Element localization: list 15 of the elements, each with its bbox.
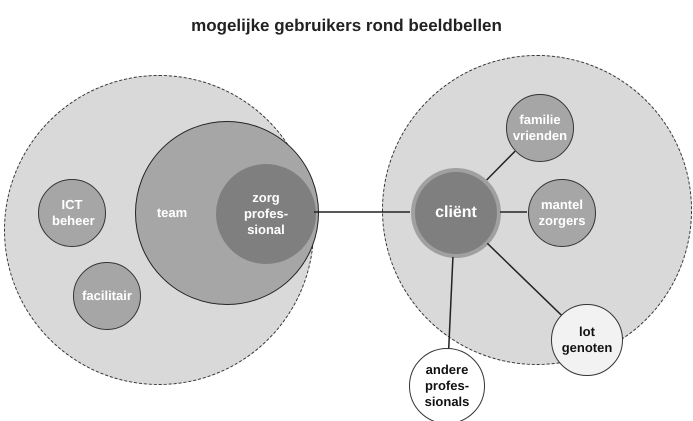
node-label: lot genoten	[560, 324, 614, 356]
connector-line	[448, 256, 454, 348]
diagram-title: mogelijke gebruikers rond beeldbellen	[190, 16, 503, 36]
connector-line	[486, 242, 562, 316]
node-label: ICT beheer	[52, 197, 92, 229]
node-label: cliënt	[434, 205, 478, 221]
connector-line	[486, 150, 516, 181]
connector-line	[500, 211, 527, 213]
connector-line	[314, 211, 410, 213]
node-label: facilitair	[81, 288, 133, 304]
node-label: mantel zorgers	[538, 197, 586, 229]
node-label: team	[156, 205, 188, 221]
node-label: andere profes- sionals	[424, 362, 470, 410]
node-label: familie vrienden	[512, 112, 568, 144]
node-label: zorg profes- sional	[242, 190, 290, 238]
